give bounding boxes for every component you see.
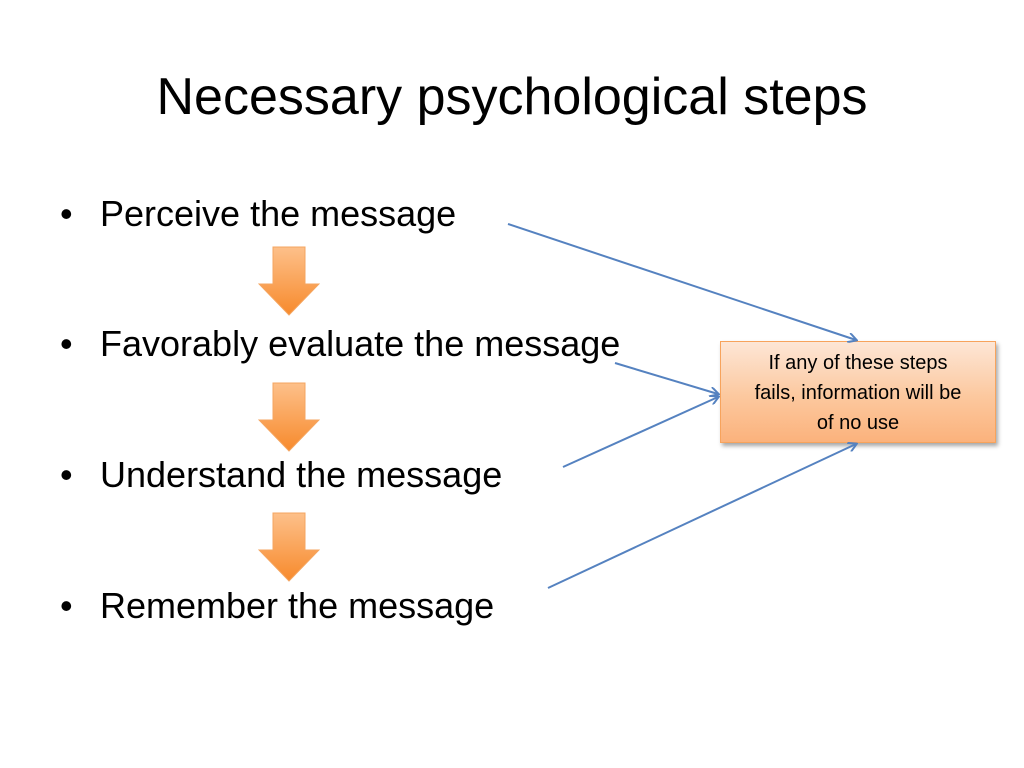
bullet-marker: • [60, 193, 73, 234]
bullet-remember: • Remember the message [60, 584, 494, 628]
callout-line: of no use [816, 412, 900, 434]
callout-line: fails, information will be [754, 382, 962, 404]
bullet-evaluate: • Favorably evaluate the message [60, 322, 620, 366]
connector-arrow [614, 362, 718, 394]
bullet-text: Favorably evaluate the message [100, 323, 621, 364]
bullet-marker: • [60, 323, 73, 364]
down-arrow-icon [258, 382, 320, 452]
bullet-text: Understand the message [100, 454, 503, 495]
bullet-marker: • [60, 585, 73, 626]
down-arrow-icon [258, 512, 320, 582]
callout-box: If any of these steps fails, information… [720, 341, 996, 443]
bullet-perceive: • Perceive the message [60, 192, 456, 236]
connector-arrow [562, 397, 718, 468]
down-arrow-icon [258, 246, 320, 316]
bullet-marker: • [60, 454, 73, 495]
bullet-text: Perceive the message [100, 193, 457, 234]
bullet-understand: • Understand the message [60, 453, 502, 497]
slide-title: Necessary psychological steps [156, 68, 868, 126]
connector-arrow [547, 444, 856, 589]
bullet-text: Remember the message [100, 585, 495, 626]
callout-line: If any of these steps [768, 352, 948, 374]
